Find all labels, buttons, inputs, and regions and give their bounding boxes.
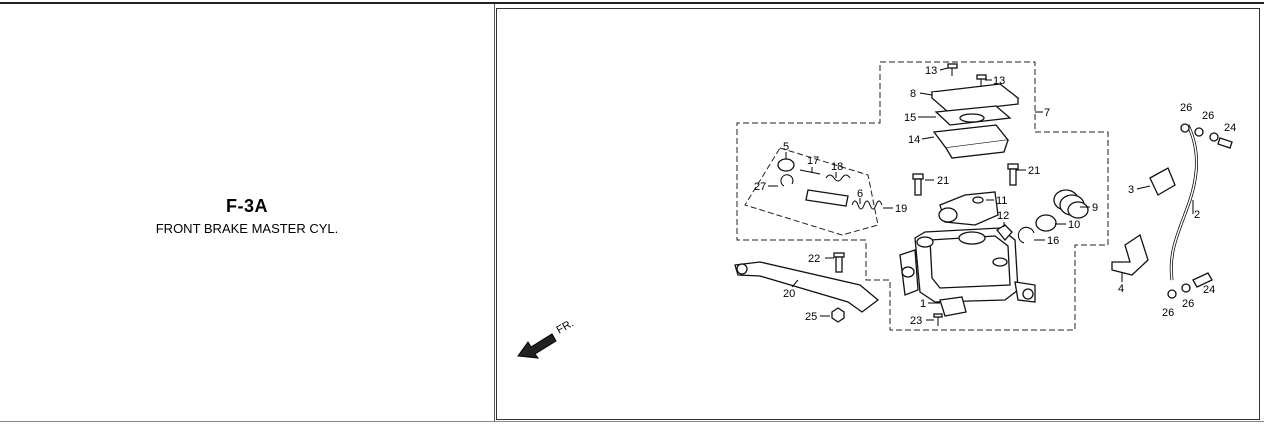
callout-26b: 26 — [1202, 110, 1214, 122]
callout-17: 17 — [807, 155, 819, 167]
cap-screw-left — [947, 63, 958, 76]
callout-7: 7 — [1044, 107, 1050, 119]
o-ring — [1035, 214, 1057, 232]
sealing-washer — [1194, 127, 1204, 137]
callout-13b: 13 — [993, 75, 1005, 87]
rubber-cap — [996, 224, 1013, 242]
callout-9: 9 — [1092, 202, 1098, 214]
callout-1: 1 — [920, 298, 926, 310]
panel-divider — [494, 4, 495, 421]
callout-labels: 13 13 8 15 14 7 21 21 11 9 12 10 16 5 17… — [754, 65, 1236, 327]
reservoir-cap — [930, 83, 1020, 113]
oil-bolt — [1192, 272, 1213, 288]
piston — [805, 189, 849, 207]
callout-4: 4 — [1118, 283, 1124, 295]
oil-bolt — [1217, 137, 1233, 149]
callout-12: 12 — [997, 210, 1009, 222]
callout-15: 15 — [904, 112, 916, 124]
callout-20: 20 — [783, 288, 795, 300]
front-direction-arrow-icon — [517, 333, 557, 359]
exploded-diagram-panel — [496, 8, 1260, 420]
callout-26: 26 — [1180, 102, 1192, 114]
callout-24: 24 — [1224, 122, 1236, 134]
callout-5: 5 — [783, 141, 789, 153]
callout-19: 19 — [895, 203, 907, 215]
dust-boot — [1053, 189, 1089, 219]
diaphragm — [932, 124, 1010, 159]
clamp-bolt-right — [1007, 163, 1019, 186]
brake-lever — [734, 261, 880, 313]
snap-ring — [780, 174, 794, 187]
callout-22: 23 — [910, 315, 922, 327]
section-title: FRONT BRAKE MASTER CYL. — [155, 221, 339, 236]
clamp-bolt-left — [912, 173, 924, 196]
callout-26c: 26 — [1182, 298, 1194, 310]
direction-label: FR. — [555, 317, 576, 336]
callout-21: 21 — [937, 175, 949, 187]
pivot-nut — [831, 307, 845, 323]
callout-24b: 24 — [1203, 284, 1215, 296]
callout-10: 10 — [1068, 219, 1080, 231]
callout-6: 6 — [857, 188, 863, 200]
return-spring — [851, 200, 883, 210]
clamp-holder — [938, 191, 999, 226]
callout-21b: 21 — [1028, 165, 1040, 177]
callout-16: 16 — [1047, 235, 1059, 247]
section-header-panel: F-3A FRONT BRAKE MASTER CYL. — [0, 4, 494, 421]
sealing-washer — [1181, 283, 1191, 293]
callout-3: 3 — [1128, 184, 1134, 196]
small-spring — [825, 174, 851, 182]
callout-27: 27 — [754, 181, 766, 193]
callout-13: 13 — [925, 65, 937, 77]
callout-8: 8 — [910, 88, 916, 100]
hose-guide — [1111, 233, 1149, 276]
callout-2: 2 — [1194, 209, 1200, 221]
sealing-washer — [1167, 289, 1177, 299]
callout-11: 11 — [996, 195, 1007, 207]
circlip — [1017, 226, 1035, 244]
cap-screw-right — [976, 74, 987, 86]
piston-set-outline — [744, 147, 879, 236]
section-code: F-3A — [226, 196, 268, 216]
callout-18: 18 — [831, 161, 843, 173]
callout-14: 14 — [908, 134, 920, 146]
sealing-washer — [1209, 132, 1219, 142]
sealing-washer — [1180, 123, 1190, 133]
switch-screw — [933, 313, 943, 326]
piston-cup — [777, 158, 795, 172]
callout-26d: 26 — [1162, 307, 1174, 319]
hose-clamp — [1149, 167, 1176, 196]
assembly-outline — [736, 61, 1109, 331]
callout-25: 25 — [805, 311, 817, 323]
master-cylinder-body — [899, 227, 1036, 303]
pivot-bolt — [833, 252, 845, 273]
stop-switch — [939, 296, 967, 317]
callout-23: 22 — [808, 253, 820, 265]
leader-lines — [768, 67, 1194, 321]
push-rod — [799, 169, 821, 175]
diaphragm-center — [959, 113, 985, 123]
